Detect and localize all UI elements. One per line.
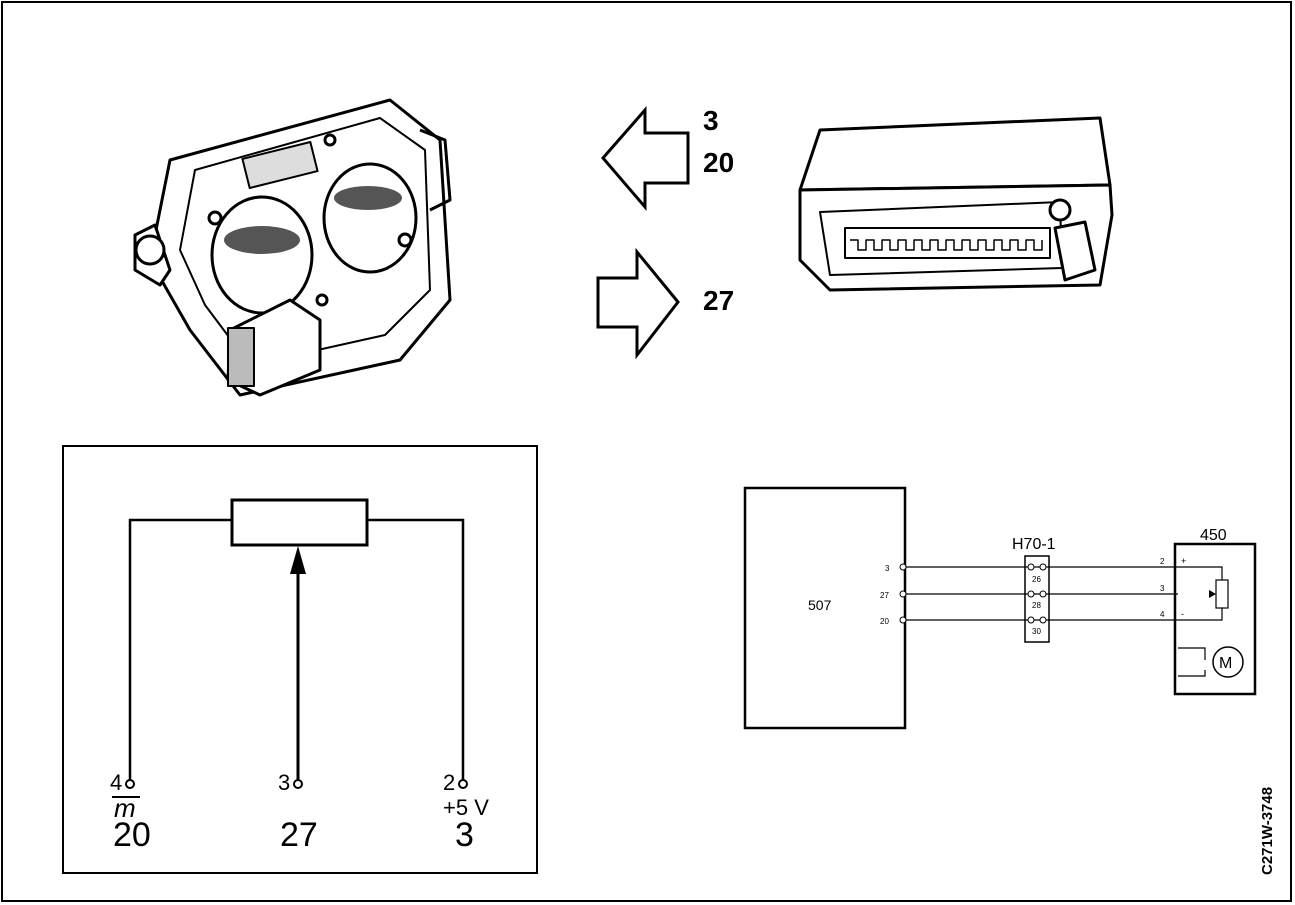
arrow-from-ecu-output [596,247,680,360]
ecu-label: 507 [808,597,832,613]
ecu-pin-20: 20 [880,617,889,626]
wiring-resistor [1215,579,1229,609]
figure-code: C271W-3748 [1259,787,1276,875]
component-label: 450 [1200,527,1227,544]
potentiometer-resistor [230,498,369,547]
arrow-label-pin-20: 20 [703,147,734,178]
ecu-507-box [743,486,907,730]
motor-label: M [1219,655,1232,672]
ecu-pin-3: 3 [885,564,890,573]
schematic-ecu-pin-20: 20 [113,816,151,854]
wiper-arrow-icon [290,546,306,574]
component-pin-4: 4 [1160,610,1165,619]
wiring-wiper-arrow-icon [1209,590,1216,598]
right-arrow-shape [596,247,680,360]
component-pin-2: 2 [1160,557,1165,566]
ecu-illustration [798,116,1114,292]
wiring-diagram [743,486,1257,730]
schematic-panel [62,445,538,874]
polarity-plus: + [1181,556,1186,566]
connector-pin-28: 28 [1032,601,1041,610]
supply-voltage-label: +5 V [443,795,489,820]
connector-h70-1 [1024,555,1050,643]
throttle-body-illustration [133,98,452,397]
arrow-to-ecu-input [601,106,690,212]
schematic-ecu-pin-27: 27 [280,816,318,854]
arrow-label-pin-27: 27 [703,285,734,316]
ground-symbol-label: m [114,793,136,823]
connector-pin-30: 30 [1032,627,1041,636]
schematic-ecu-pin-3: 3 [455,816,474,854]
arrow-label-pin-3: 3 [703,105,719,136]
schematic-pin-4: 4 [110,770,122,795]
connector-label: H70-1 [1012,536,1056,553]
polarity-minus: - [1181,609,1184,619]
ecu-pin-27: 27 [880,591,889,600]
schematic-pin-3: 3 [278,770,290,795]
schematic-pin-2: 2 [443,770,455,795]
left-arrow-shape [601,106,690,212]
component-pin-3: 3 [1160,584,1165,593]
connector-pin-26: 26 [1032,575,1041,584]
motor-icon [1212,646,1244,678]
